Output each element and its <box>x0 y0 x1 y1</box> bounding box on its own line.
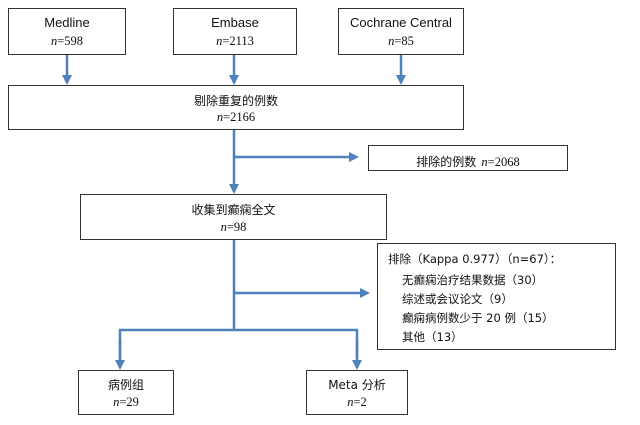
fulltext-box: 收集到癫痫全文 n=98 <box>80 194 387 240</box>
exclusion-reason: 综述或会议论文（9） <box>402 292 513 306</box>
source-cochrane-name: Cochrane Central <box>350 15 452 30</box>
exclusion-box: 排除（Kappa 0.977）（n=67）： 无癫痫治疗结果数据（30） 综述或… <box>377 243 616 350</box>
source-medline-box: Medline n=598 <box>8 8 126 55</box>
exclusion-reason: 无癫痫治疗结果数据（30） <box>402 273 544 287</box>
excluded-dup-box: 排除的例数 n=2068 <box>368 145 568 171</box>
source-embase-box: Embase n=2113 <box>173 8 297 55</box>
meta-analysis-count: n=2 <box>347 395 367 409</box>
exclusion-reason: 其他（13） <box>402 330 463 344</box>
source-cochrane-box: Cochrane Central n=85 <box>338 8 464 55</box>
dedup-title: 剔除重复的例数 <box>193 94 278 108</box>
exclusion-header: 排除（Kappa 0.977）（n=67）： <box>388 252 562 266</box>
exclusion-reason: 癫痫病例数少于 20 例（15） <box>402 311 554 325</box>
source-cochrane-count: n=85 <box>388 34 414 48</box>
source-embase-name: Embase <box>211 15 259 30</box>
fulltext-title: 收集到癫痫全文 <box>191 203 276 217</box>
meta-analysis-title: Meta 分析 <box>328 378 386 392</box>
source-medline-name: Medline <box>44 15 90 30</box>
meta-analysis-box: Meta 分析 n=2 <box>306 370 408 415</box>
excluded-dup-text: 排除的例数 n=2068 <box>416 155 520 169</box>
case-group-count: n=29 <box>113 395 139 409</box>
source-embase-count: n=2113 <box>216 34 254 48</box>
source-medline-count: n=598 <box>50 34 84 48</box>
case-group-box: 病例组 n=29 <box>78 370 174 415</box>
case-group-title: 病例组 <box>107 378 144 392</box>
dedup-count: n=2166 <box>216 110 256 124</box>
fulltext-count: n=98 <box>220 220 247 234</box>
dedup-box: 剔除重复的例数 n=2166 <box>8 85 464 130</box>
branch-bar <box>118 328 359 358</box>
